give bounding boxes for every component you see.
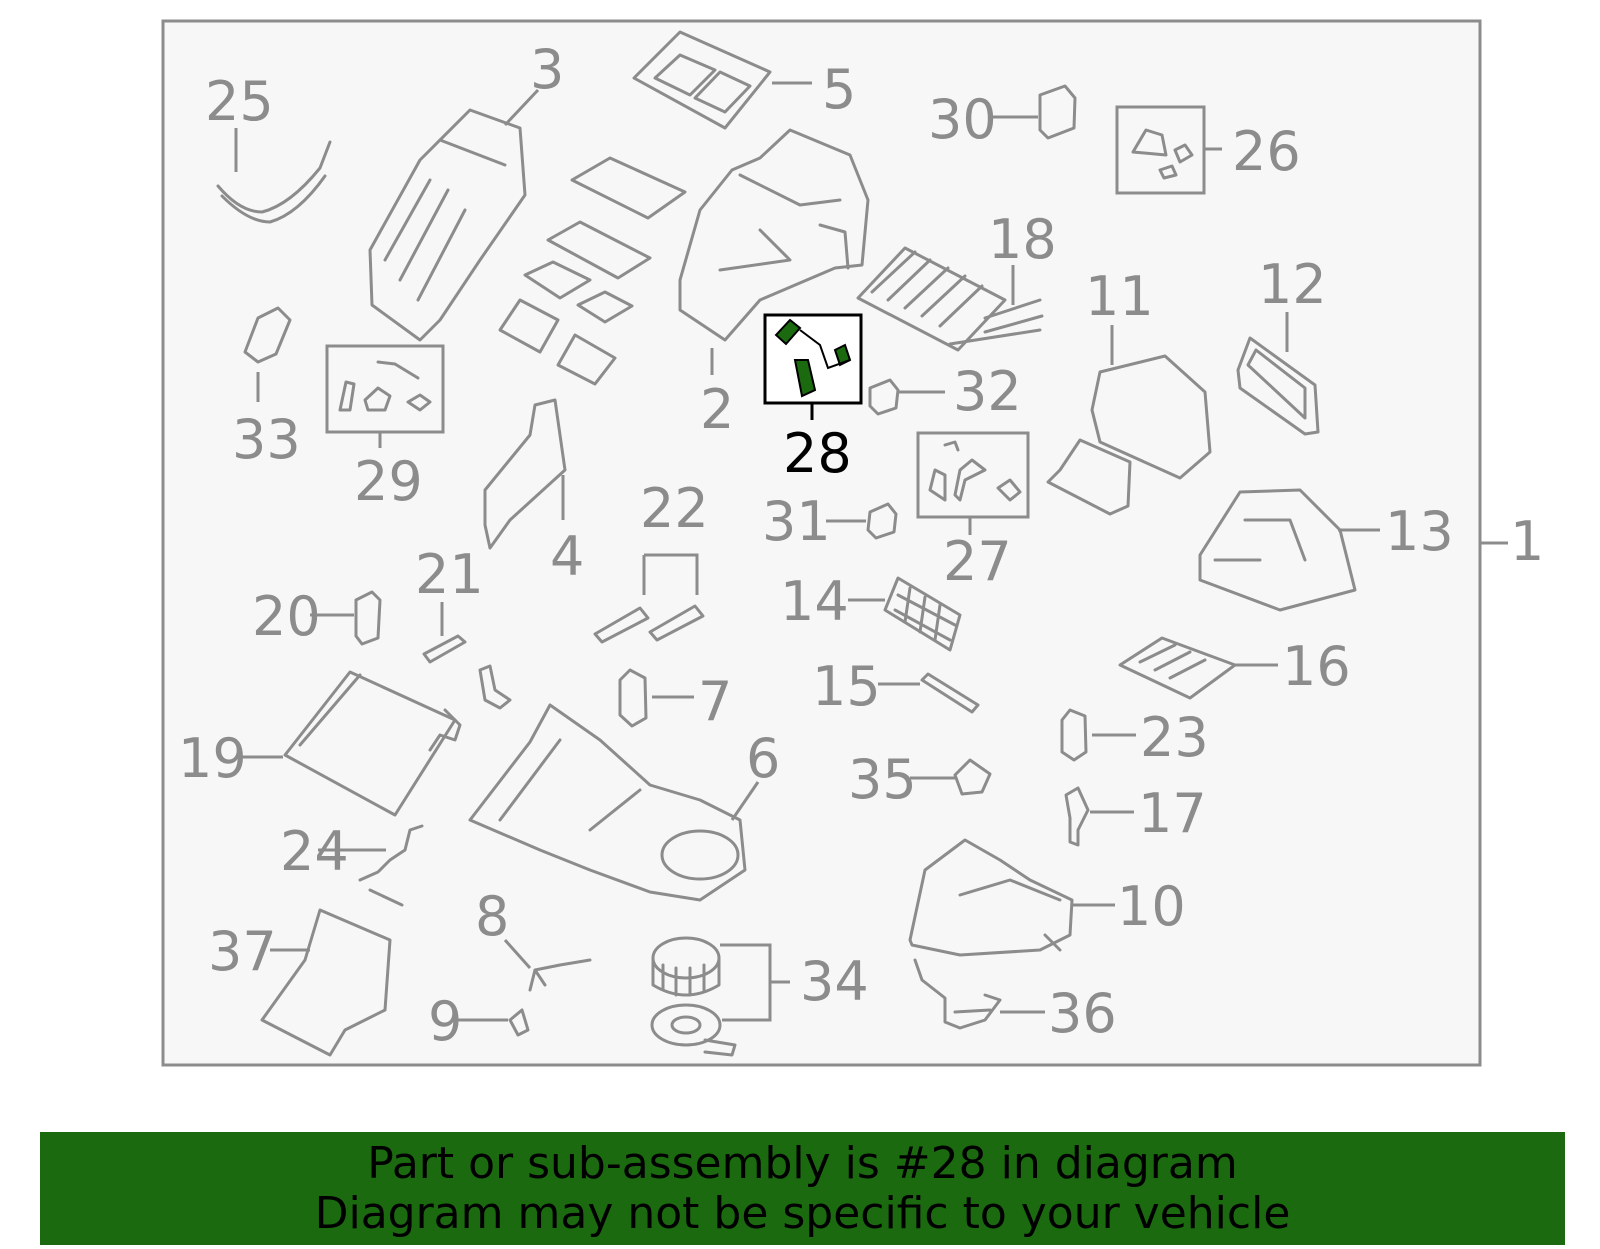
callout-30: 30 [928, 88, 997, 151]
callout-28: 28 [783, 422, 852, 485]
part-21-seal [422, 602, 467, 664]
callout-7: 7 [698, 670, 732, 733]
info-banner: Part or sub-assembly is #28 in diagram D… [40, 1132, 1565, 1245]
callout-15: 15 [812, 655, 881, 718]
part-32-sensor [868, 378, 945, 416]
part-26-kit [1115, 105, 1222, 195]
part-25-hose [216, 128, 332, 224]
callout-35: 35 [848, 748, 917, 811]
callout-4: 4 [550, 525, 584, 588]
part-8-harness [503, 939, 592, 992]
callout-25: 25 [205, 70, 274, 133]
part-4-panel [483, 398, 567, 550]
callout-6: 6 [746, 727, 780, 790]
part-bracket [478, 664, 512, 710]
callout-36: 36 [1048, 982, 1117, 1045]
banner-line-2: Diagram may not be specific to your vehi… [314, 1187, 1291, 1239]
banner-line-1: Part or sub-assembly is #28 in diagram [367, 1137, 1238, 1189]
part-9-clip [458, 1008, 530, 1037]
callout-37: 37 [208, 920, 277, 983]
part-13-blower-case [1198, 488, 1380, 612]
part-11-case [1046, 325, 1212, 516]
part-7-seal [618, 668, 694, 728]
part-20-sensor [310, 590, 382, 646]
part-30-sensor [990, 84, 1077, 140]
callout-1: 1 [1510, 510, 1544, 573]
callout-10: 10 [1117, 875, 1186, 938]
callout-13: 13 [1385, 500, 1454, 563]
part-28-highlighted [763, 313, 863, 420]
callout-9: 9 [428, 990, 462, 1053]
callout-32: 32 [953, 360, 1022, 423]
callout-11: 11 [1085, 265, 1154, 328]
callout-3: 3 [530, 38, 564, 101]
part-29-kit [325, 344, 445, 448]
part-31-sensor [826, 502, 898, 540]
part-36-harness [913, 958, 1045, 1030]
part-14-filter [848, 576, 962, 652]
callout-14: 14 [780, 570, 849, 633]
part-34-blower-motor [650, 936, 790, 1057]
part-24-harness [318, 824, 424, 907]
part-2-hvac-case [678, 128, 870, 375]
part-6-blower-housing [468, 703, 760, 902]
part-3-duct [368, 88, 540, 342]
callout-27: 27 [943, 530, 1012, 593]
callout-2: 2 [700, 378, 734, 441]
part-12-filter [1236, 312, 1320, 436]
part-doors-cluster [498, 156, 687, 386]
callout-21: 21 [415, 543, 484, 606]
part-22-screws [593, 553, 705, 644]
part-35-actuator [910, 758, 992, 796]
part-27-kit [916, 431, 1030, 535]
callout-8: 8 [475, 885, 509, 948]
part-19-evaporator [240, 670, 462, 817]
callout-29: 29 [354, 450, 423, 513]
callout-20: 20 [252, 585, 321, 648]
part-5-cover [632, 30, 812, 130]
callout-33: 33 [232, 408, 301, 471]
part-18-heater-core [856, 246, 1044, 352]
callout-19: 19 [178, 727, 247, 790]
callout-5: 5 [822, 58, 856, 121]
part-17-bracket [1064, 786, 1134, 847]
callout-16: 16 [1282, 635, 1351, 698]
callout-26: 26 [1232, 120, 1301, 183]
callout-34: 34 [800, 950, 869, 1013]
part-33-sensor [243, 306, 292, 402]
part-37-duct [260, 908, 392, 1057]
part-10-case [908, 838, 1115, 957]
callout-17: 17 [1138, 782, 1207, 845]
diagram-frame [161, 19, 1482, 1067]
callout-31: 31 [762, 490, 831, 553]
callout-12: 12 [1258, 253, 1327, 316]
callout-23: 23 [1140, 706, 1209, 769]
callout-18: 18 [988, 208, 1057, 271]
callout-24: 24 [280, 820, 349, 883]
part-16-filter [1118, 636, 1278, 700]
callout-22: 22 [640, 477, 709, 540]
part-23-seal [1060, 708, 1136, 762]
part-15-strip [878, 672, 980, 714]
